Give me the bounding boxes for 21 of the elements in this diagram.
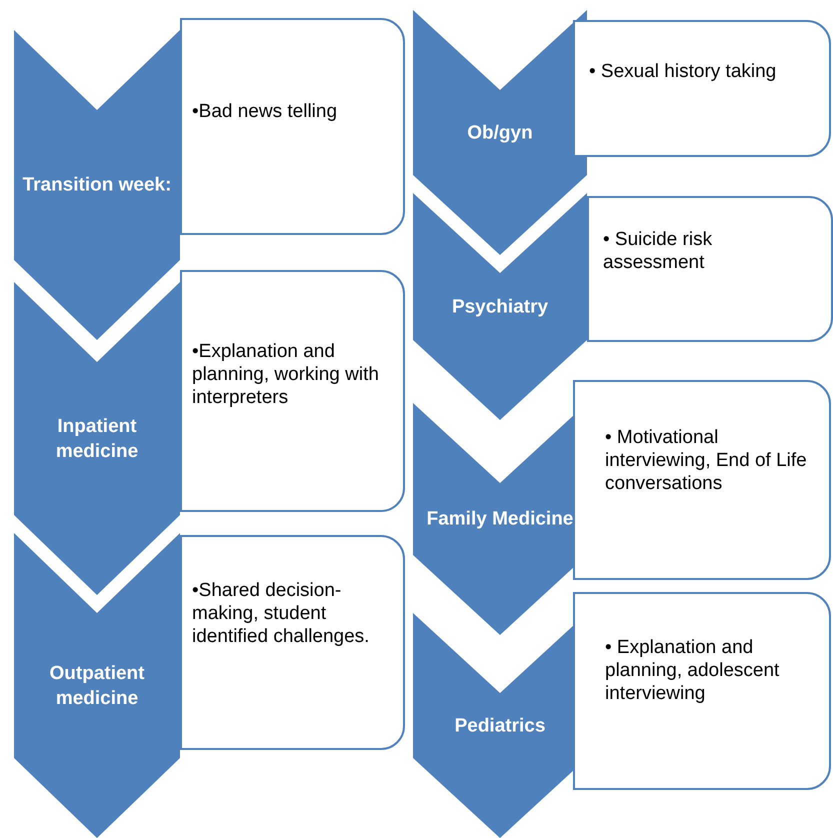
text-box — [180, 535, 405, 750]
stage-label: Transition week: — [22, 174, 172, 198]
bullet-text: • Explanation and planning, adolescent interviewing — [605, 636, 780, 705]
bullet-text: • Suicide risk assessment — [603, 228, 714, 274]
bullet-text: • Motivational interviewing, End of Life conversations — [605, 426, 808, 495]
text-box — [180, 18, 405, 235]
stage-label: Family Medicine — [426, 508, 574, 532]
stage-label: Pediatrics — [454, 714, 546, 738]
text-box — [573, 592, 831, 790]
text-box — [587, 196, 833, 342]
stage-label: Ob/gyn — [466, 121, 534, 145]
bullet-text: •Bad news telling — [192, 100, 338, 123]
text-box — [573, 380, 831, 580]
stage-label: Inpatient medicine — [54, 414, 140, 464]
text-box — [180, 270, 405, 512]
bullet-text: • Sexual history taking — [589, 60, 778, 83]
stage-label: Psychiatry — [450, 295, 550, 319]
bullet-text: •Explanation and planning, working with interpreters — [192, 340, 380, 409]
stage-label: Outpatient medicine — [48, 662, 146, 710]
bullet-text: •Shared decision-making, student identified challenges. — [192, 579, 370, 648]
text-box — [573, 20, 831, 157]
